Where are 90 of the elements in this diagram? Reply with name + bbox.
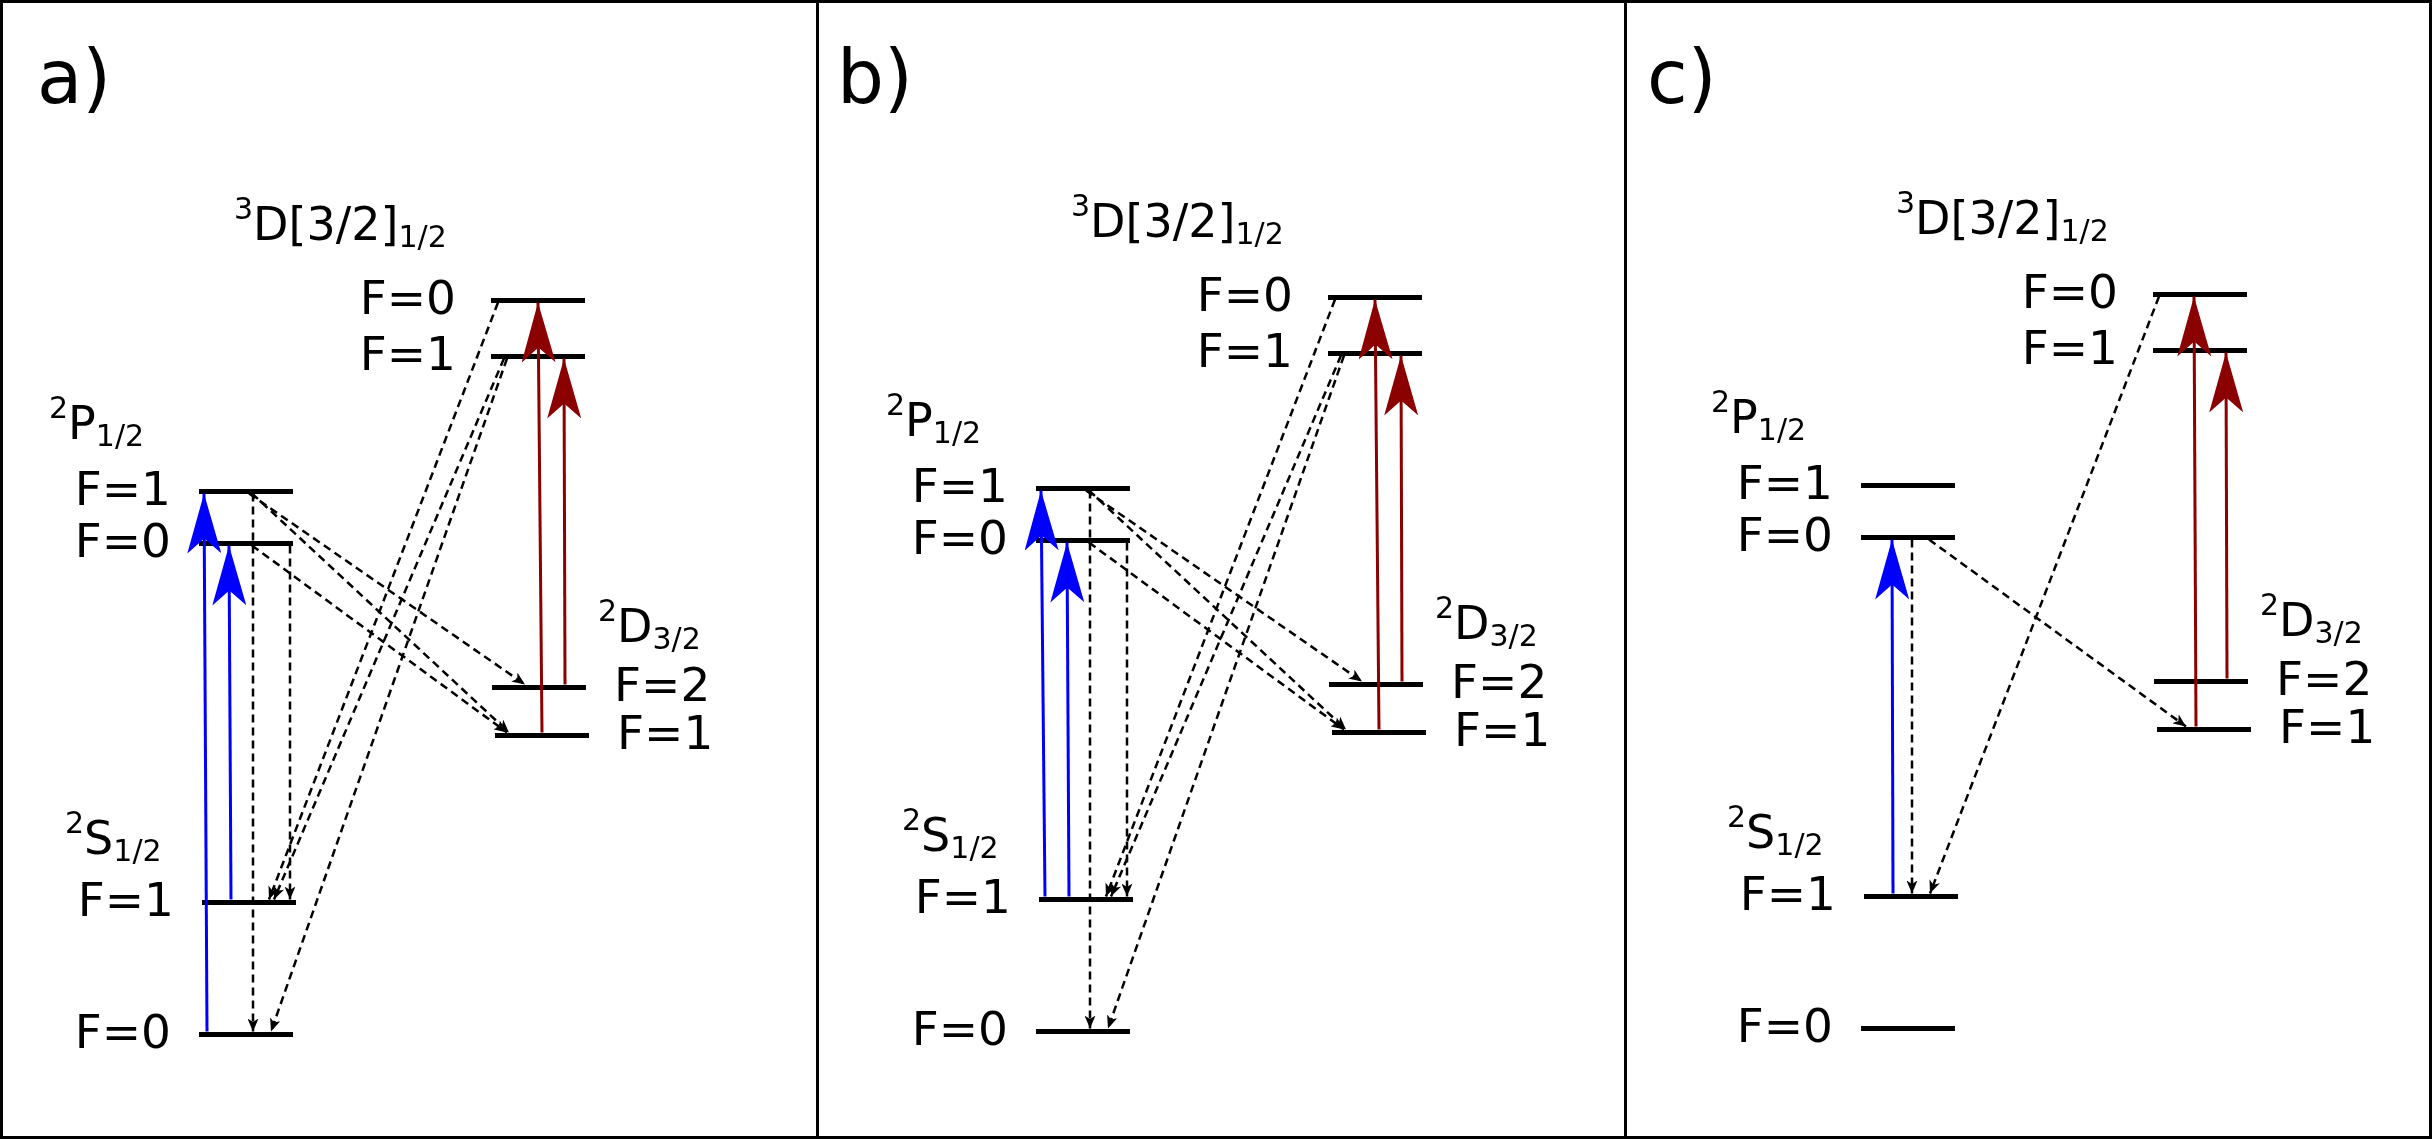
dashed-arrow [1088,489,1347,731]
level-label: F=2 [614,661,711,708]
energy-level [1039,896,1133,902]
arrow [1358,299,1393,730]
dashed-arrow [1906,539,1918,894]
energy-level [1861,534,1955,540]
energy-level [492,684,586,690]
term-symbol: $^{2}$P$_{1/2}$ [1711,388,1807,448]
energy-level [202,899,296,905]
dashed-arrow [1085,489,1363,683]
energy-level [199,540,293,546]
term-symbol: $^{2}$D$_{3/2}$ [598,597,701,657]
level-label: F=1 [359,330,456,377]
arrow [187,493,222,1032]
panel-label: a) [37,40,112,114]
panel [816,0,1627,1139]
arrow [547,358,582,685]
level-label: F=0 [1736,511,1833,558]
level-label: F=1 [1196,327,1293,374]
level-label: F=0 [911,514,1008,561]
energy-level [1328,294,1422,300]
level-label: F=2 [1451,658,1548,705]
energy-level [2157,726,2251,732]
energy-level [495,732,589,738]
level-label: F=0 [359,274,456,321]
dashed-arrow [1928,538,2187,728]
arrow [1875,539,1910,894]
level-label: F=1 [2279,703,2376,750]
arrow [1024,490,1059,897]
energy-level [491,297,585,303]
level-label: F=1 [77,876,174,923]
energy-level [1861,482,1955,488]
term-symbol: $^{2}$S$_{1/2}$ [1727,803,1824,863]
term-symbol: $^{3}$D[3/2]$_{1/2}$ [234,195,447,255]
energy-level [1329,681,1423,687]
level-label: F=2 [2276,655,2373,702]
level-label: F=1 [1739,870,1836,917]
level-label: F=1 [1454,706,1551,753]
level-label: F=1 [617,709,714,756]
energy-level [1328,350,1422,356]
arrow [2177,296,2212,727]
dashed-arrow [1928,296,2161,894]
level-label: F=0 [74,1008,171,1055]
dashed-arrow [269,358,509,1032]
energy-level [1036,537,1130,543]
energy-level [1332,729,1426,735]
energy-level [2153,291,2247,297]
panel-label: c) [1647,40,1717,114]
term-symbol: $^{2}$D$_{3/2}$ [1435,594,1538,654]
dashed-arrow [284,545,296,900]
level-label: F=1 [1736,459,1833,506]
level-label: F=0 [1736,1002,1833,1049]
arrow [521,302,556,733]
arrow [1384,355,1419,682]
energy-level [1036,1028,1130,1034]
dashed-arrow [1088,541,1345,731]
term-symbol: $^{2}$S$_{1/2}$ [65,809,162,869]
dashed-arrow [248,492,526,686]
energy-level [1864,893,1958,899]
energy-level [199,1031,293,1037]
dashed-arrow [251,544,508,734]
level-label: F=1 [74,465,171,512]
term-symbol: $^{3}$D[3/2]$_{1/2}$ [1071,192,1284,252]
arrow [212,545,247,900]
energy-level [199,488,293,494]
energy-level [1036,485,1130,491]
arrow [2209,352,2244,679]
term-symbol: $^{2}$P$_{1/2}$ [49,394,145,454]
level-label: F=0 [911,1005,1008,1052]
level-label: F=1 [914,873,1011,920]
panel-label: b) [837,40,913,114]
term-symbol: $^{2}$P$_{1/2}$ [886,391,982,451]
dashed-arrow [1121,542,1133,897]
term-symbol: $^{2}$D$_{3/2}$ [2260,591,2363,651]
dashed-arrow [251,492,510,734]
level-label: F=1 [2021,324,2118,371]
level-label: F=0 [2021,268,2118,315]
energy-level [491,353,585,359]
level-label: F=0 [1196,271,1293,318]
panel [1624,0,2432,1139]
level-label: F=0 [74,517,171,564]
panel [0,0,819,1139]
dashed-arrow [1106,355,1346,1029]
energy-level [1861,1025,1955,1031]
energy-level [2154,678,2248,684]
level-label: F=1 [911,462,1008,509]
arrow [1050,542,1085,897]
energy-level [2153,347,2247,353]
term-symbol: $^{2}$S$_{1/2}$ [902,806,999,866]
term-symbol: $^{3}$D[3/2]$_{1/2}$ [1896,189,2109,249]
